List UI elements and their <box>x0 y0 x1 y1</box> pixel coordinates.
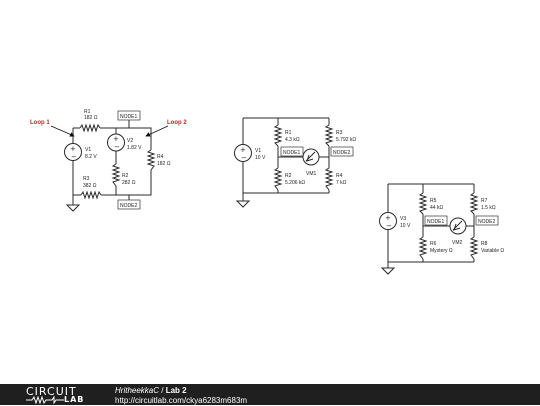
logo-text-lab: LAB <box>64 395 85 404</box>
svg-text:NODE2: NODE2 <box>120 203 137 209</box>
v1-value: 8.2 V <box>85 154 97 160</box>
r3-name: R3 <box>83 176 90 182</box>
r4b-name: R4 <box>336 173 343 179</box>
loop1-label: Loop 1 <box>30 120 50 126</box>
r6-name: R6 <box>430 241 437 247</box>
logo-waveform-icon <box>26 396 64 404</box>
r2b-name: R2 <box>285 173 292 179</box>
r1b-value: 4.3 kΩ <box>285 137 300 143</box>
v2-value: 1.82 V <box>127 145 142 151</box>
r3b-value: 5.792 kΩ <box>336 137 356 143</box>
resistor-r6 <box>418 236 428 260</box>
r4b-value: 7 kΩ <box>336 180 347 186</box>
r6-value: Mystery Ω <box>430 248 453 254</box>
voltage-source-v2 <box>107 133 125 152</box>
r5-name: R5 <box>430 198 437 204</box>
resistor-r8 <box>469 236 479 260</box>
schematic-diagram: R1 182 Ω R3 382 Ω + − V1 8.2 V + − V2 1.… <box>30 109 504 275</box>
r1-name: R1 <box>84 109 91 115</box>
circuit-2: + − V1 10 V R1 4.3 kΩ R2 5.206 kΩ R3 5.7… <box>234 117 356 208</box>
svg-text:NODE1: NODE1 <box>283 150 300 156</box>
v3-minus-sign: − <box>386 222 392 230</box>
circuit-3: + − V3 10 V R5 44 kΩ R6 Mystery Ω R7 1.5… <box>379 183 504 275</box>
ground-icon <box>380 267 396 275</box>
circuitlab-logo[interactable]: CIRCUIT LAB <box>26 384 114 405</box>
circuit2-node1-label: NODE1 <box>280 146 304 157</box>
footer-bar: CIRCUIT LAB HritheekkaC / Lab 2 http://c… <box>0 384 540 405</box>
circuit-url[interactable]: http://circuitlab.com/ckya6283m683m <box>115 396 248 405</box>
resistor-r1 <box>79 123 101 133</box>
ground-icon <box>235 200 251 208</box>
r5-value: 44 kΩ <box>430 205 443 211</box>
v1-minus-sign: − <box>71 153 77 161</box>
r4-name: R4 <box>157 154 164 160</box>
svg-text:NODE1: NODE1 <box>120 114 137 120</box>
circuit3-node1-label: NODE1 <box>424 215 448 226</box>
loop2-arrow-icon <box>145 125 169 137</box>
loop2-label: Loop 2 <box>167 120 187 126</box>
v2-name: V2 <box>127 138 133 144</box>
footer-info: HritheekkaC / Lab 2 http://circuitlab.co… <box>115 386 247 406</box>
r2-name: R2 <box>122 173 129 179</box>
r2-value: 282 Ω <box>122 180 136 186</box>
resistor-r4b <box>324 167 334 191</box>
vm2-name: VM2 <box>452 240 463 246</box>
r7-value: 1.5 kΩ <box>481 205 496 211</box>
r3b-name: R3 <box>336 130 343 136</box>
voltmeter-icon <box>302 148 320 166</box>
circuit2-node2-label: NODE2 <box>330 146 354 157</box>
svg-text:NODE2: NODE2 <box>478 219 495 225</box>
r2b-value: 5.206 kΩ <box>285 180 305 186</box>
resistor-r5 <box>418 192 428 215</box>
r1-value: 182 Ω <box>84 115 98 121</box>
svg-text:NODE2: NODE2 <box>333 150 350 156</box>
v1-name: V1 <box>85 147 91 153</box>
circuit1-node1-label: NODE1 <box>117 110 141 121</box>
v1b-plus-sign: + <box>240 146 246 154</box>
v2-plus-sign: + <box>113 135 119 143</box>
circuit3-node2-label: NODE2 <box>475 215 499 226</box>
logo-text-circuit: CIRCUIT <box>26 385 77 398</box>
resistor-r4 <box>146 149 156 171</box>
v1b-name: V1 <box>255 148 261 154</box>
circuit-1: R1 182 Ω R3 382 Ω + − V1 8.2 V + − V2 1.… <box>30 109 187 212</box>
circuit-title: Lab 2 <box>165 386 187 395</box>
loop1-arrow-icon <box>50 125 75 137</box>
r3-value: 382 Ω <box>83 183 97 189</box>
resistor-r2 <box>111 163 121 187</box>
resistor-r1b <box>273 124 283 147</box>
v1-plus-sign: + <box>70 145 76 153</box>
v2-minus-sign: − <box>114 143 120 151</box>
resistor-r2b <box>273 167 283 191</box>
resistor-r3 <box>80 190 102 200</box>
voltage-source-v3 <box>379 212 397 230</box>
resistor-r7 <box>469 192 479 215</box>
v1b-value: 10 V <box>255 155 266 161</box>
voltage-source-v1 <box>64 143 82 161</box>
v3-plus-sign: + <box>385 214 391 222</box>
r1b-name: R1 <box>285 130 292 136</box>
r8-value: Variable Ω <box>481 248 504 254</box>
r8-name: R8 <box>481 241 488 247</box>
ground-icon <box>65 204 81 212</box>
svg-text:NODE1: NODE1 <box>427 219 444 225</box>
circuit1-node2-label: NODE2 <box>117 199 141 210</box>
voltage-source-v1b <box>234 144 252 162</box>
voltmeter-icon <box>449 217 467 235</box>
v3-value: 10 V <box>400 223 411 229</box>
v1b-minus-sign: − <box>241 154 247 162</box>
r7-name: R7 <box>481 198 488 204</box>
resistor-r3b <box>324 124 334 147</box>
vm1-name: VM1 <box>306 171 317 177</box>
author-link[interactable]: HritheekkaC <box>115 386 160 395</box>
r4-value: 182 Ω <box>157 161 171 167</box>
title-separator: / <box>159 386 166 395</box>
v3-name: V3 <box>400 216 406 222</box>
